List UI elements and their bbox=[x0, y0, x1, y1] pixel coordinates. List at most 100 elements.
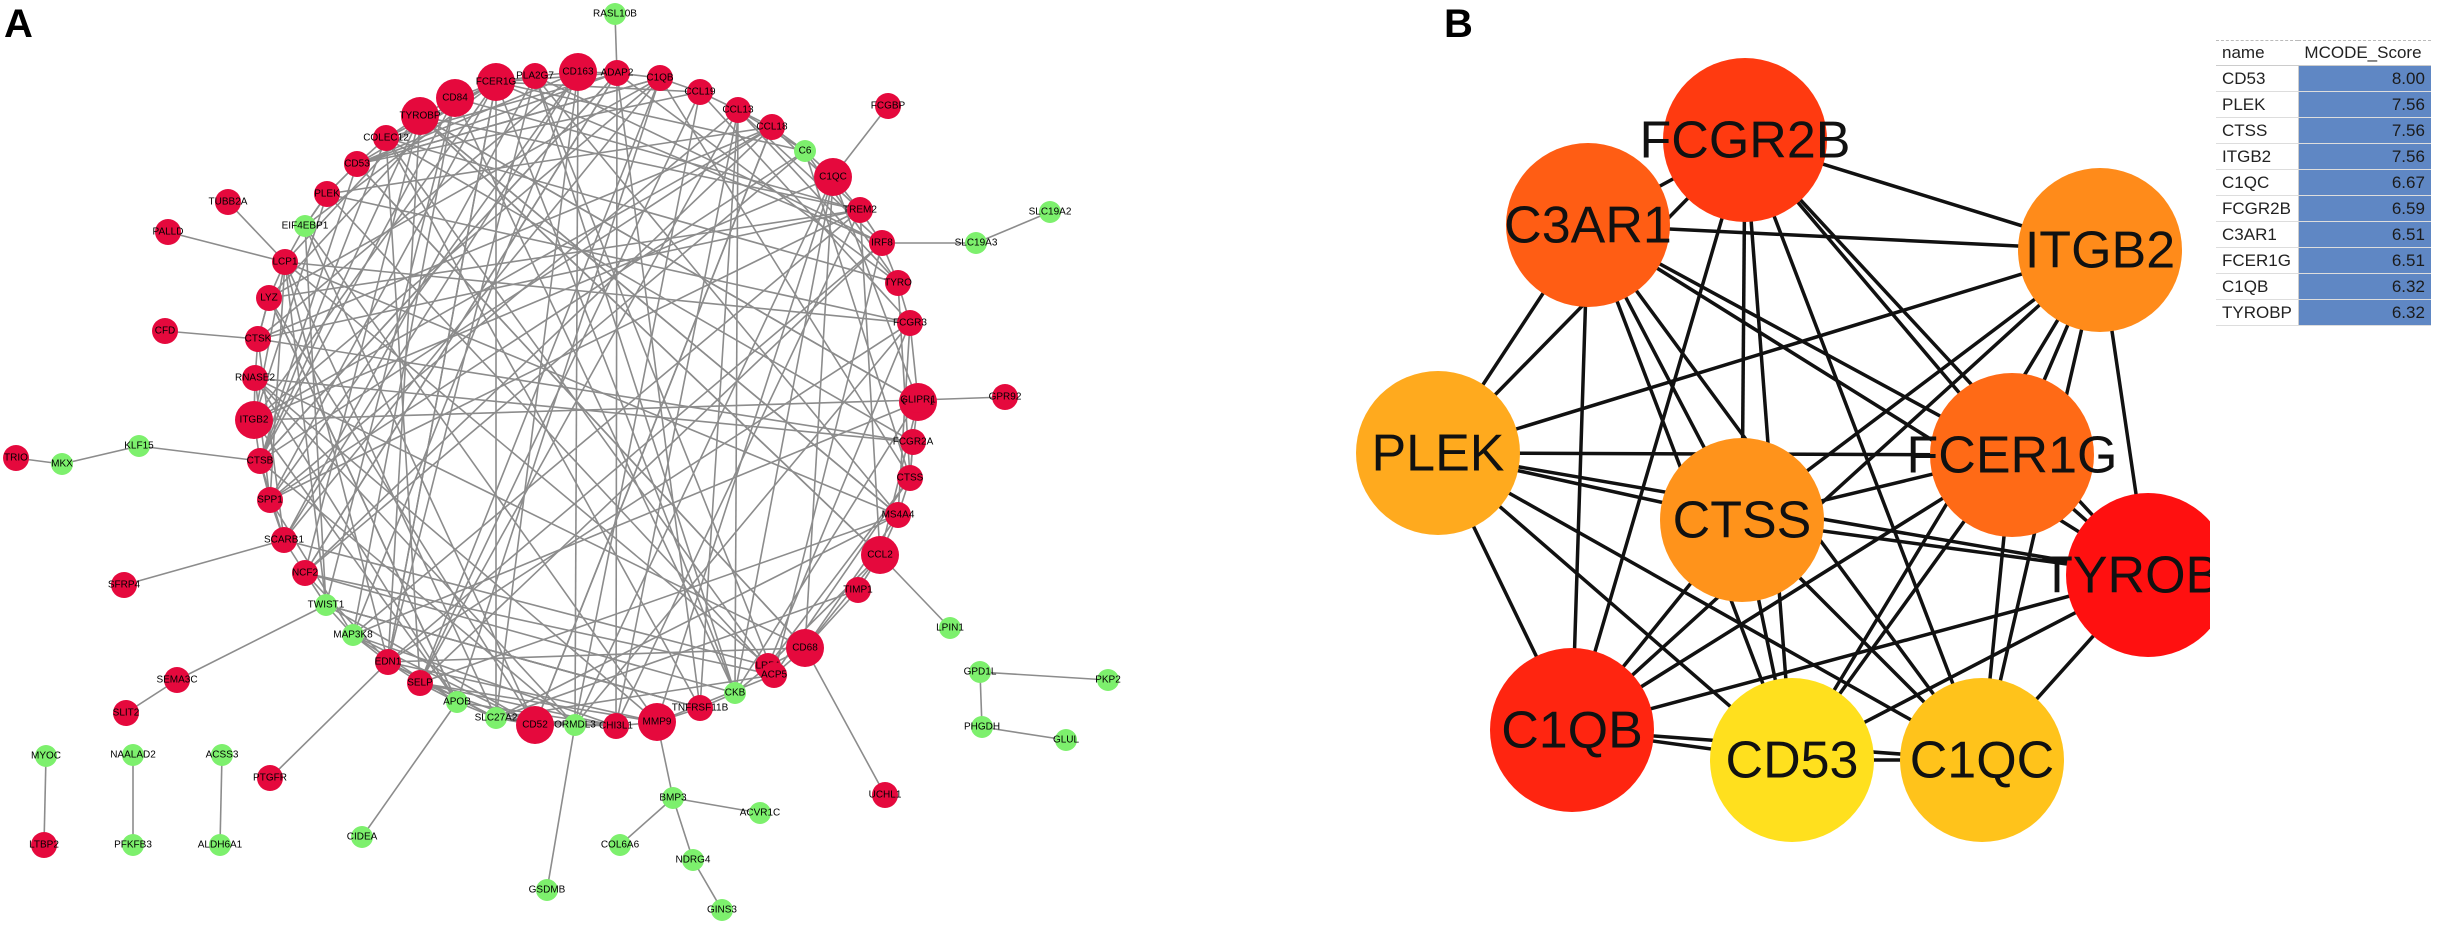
node-label: CIDEA bbox=[347, 832, 378, 843]
node-circle bbox=[872, 782, 898, 808]
node-circle bbox=[969, 661, 991, 683]
node-label: CCL18 bbox=[756, 122, 788, 133]
node-label: LTBP2 bbox=[29, 840, 59, 851]
network-node: PLEK bbox=[314, 181, 340, 207]
node-circle bbox=[245, 326, 271, 352]
node-label: SCARB1 bbox=[264, 535, 304, 546]
node-circle bbox=[761, 662, 787, 688]
hub-node-circle bbox=[1490, 648, 1654, 812]
mcode-score: 7.56 bbox=[2297, 117, 2431, 144]
network-node: SELP bbox=[407, 670, 433, 696]
hub-node: CD53 bbox=[1710, 678, 1874, 842]
node-label: SLC19A3 bbox=[955, 238, 998, 249]
network-node: CD68 bbox=[786, 629, 824, 667]
network-edge bbox=[456, 77, 661, 703]
node-circle bbox=[152, 318, 178, 344]
network-edge bbox=[534, 75, 899, 516]
node-label: ALDH6A1 bbox=[198, 840, 243, 851]
network-edge bbox=[269, 81, 497, 501]
hub-node-label: TYROBP bbox=[2041, 547, 2210, 605]
node-circle bbox=[436, 79, 474, 117]
node-circle bbox=[272, 249, 298, 275]
network-node: BMP3 bbox=[659, 787, 687, 809]
node-label: CD53 bbox=[344, 159, 370, 170]
node-circle bbox=[939, 617, 961, 639]
node-label: PHGDH bbox=[964, 722, 1000, 733]
network-node: GPR92 bbox=[989, 384, 1022, 410]
hub-edge bbox=[1437, 248, 2101, 455]
node-circle bbox=[638, 703, 676, 741]
node-circle bbox=[344, 151, 370, 177]
node-circle bbox=[724, 682, 746, 704]
network-node: COL6A6 bbox=[601, 834, 640, 856]
node-label: CD84 bbox=[442, 93, 468, 104]
node-label: ITGB2 bbox=[240, 415, 269, 426]
node-label: CKB bbox=[725, 688, 746, 699]
network-edge bbox=[615, 109, 739, 727]
node-circle bbox=[155, 219, 181, 245]
gene-name: C3AR1 bbox=[2216, 221, 2299, 248]
hub-node: C3AR1 bbox=[1504, 143, 1672, 307]
node-label: APOB bbox=[443, 697, 471, 708]
network-node: C1QC bbox=[814, 158, 852, 196]
node-label: TNFRSF11B bbox=[672, 703, 729, 714]
node-label: GPR92 bbox=[989, 392, 1022, 403]
network-edge bbox=[356, 91, 701, 165]
network-edge bbox=[254, 377, 458, 703]
node-label: SFRP4 bbox=[108, 580, 141, 591]
network-node: SCARB1 bbox=[264, 527, 304, 553]
node-circle bbox=[725, 97, 751, 123]
network-edge bbox=[699, 91, 911, 324]
network-node: PALLD bbox=[153, 219, 183, 245]
network-edge bbox=[979, 671, 1109, 681]
network-node: CCL13 bbox=[722, 97, 754, 123]
network-node: MMP9 bbox=[638, 703, 676, 741]
network-node: TYROBP bbox=[399, 97, 441, 135]
network-edge bbox=[534, 75, 736, 694]
network-edge bbox=[804, 176, 834, 649]
network-edge bbox=[619, 797, 674, 846]
hub-node-label: CTSS bbox=[1673, 492, 1812, 550]
node-label: LYZ bbox=[260, 293, 278, 304]
network-node: LPIN1 bbox=[936, 617, 964, 639]
node-circle bbox=[271, 527, 297, 553]
network-node: CTSK bbox=[245, 326, 272, 352]
network-edge bbox=[227, 201, 286, 263]
network-node: SLC19A3 bbox=[955, 232, 998, 254]
network-node: IRF8 bbox=[869, 230, 895, 256]
node-circle bbox=[603, 713, 629, 739]
node-circle bbox=[604, 3, 626, 25]
node-circle bbox=[342, 624, 364, 646]
node-circle bbox=[128, 435, 150, 457]
network-edge bbox=[283, 539, 769, 667]
network-edge bbox=[534, 75, 883, 244]
network-edge bbox=[284, 261, 389, 663]
node-label: FCGBP bbox=[871, 101, 906, 112]
node-label: NAALAD2 bbox=[110, 750, 156, 761]
network-edge bbox=[304, 572, 736, 694]
node-circle bbox=[861, 536, 899, 574]
hub-node-label: C1QB bbox=[1501, 702, 1643, 760]
node-label: CCL19 bbox=[684, 87, 716, 98]
hub-node-label: C3AR1 bbox=[1504, 197, 1672, 255]
network-edge bbox=[419, 115, 919, 403]
mcode-score: 6.32 bbox=[2297, 299, 2431, 326]
network-edge bbox=[419, 115, 881, 556]
network-edge bbox=[253, 77, 661, 421]
network-edge bbox=[253, 399, 919, 421]
node-label: TREM2 bbox=[843, 205, 877, 216]
network-edges bbox=[15, 13, 1109, 911]
network-node: CTSB bbox=[247, 448, 274, 474]
network-node: EIF4EBP1 bbox=[282, 215, 329, 237]
network-node: FCGR3 bbox=[893, 310, 927, 336]
network-node: CCL18 bbox=[756, 114, 788, 140]
table-header-score: MCODE_Score bbox=[2298, 40, 2431, 66]
network-edge bbox=[387, 322, 911, 663]
hub-edge bbox=[1570, 224, 1590, 731]
network-edge bbox=[352, 634, 617, 727]
gene-name: ITGB2 bbox=[2216, 143, 2299, 170]
network-node: MAP3K8 bbox=[333, 624, 373, 646]
network-node: GINS3 bbox=[707, 899, 737, 921]
node-label: CTSS bbox=[897, 473, 924, 484]
